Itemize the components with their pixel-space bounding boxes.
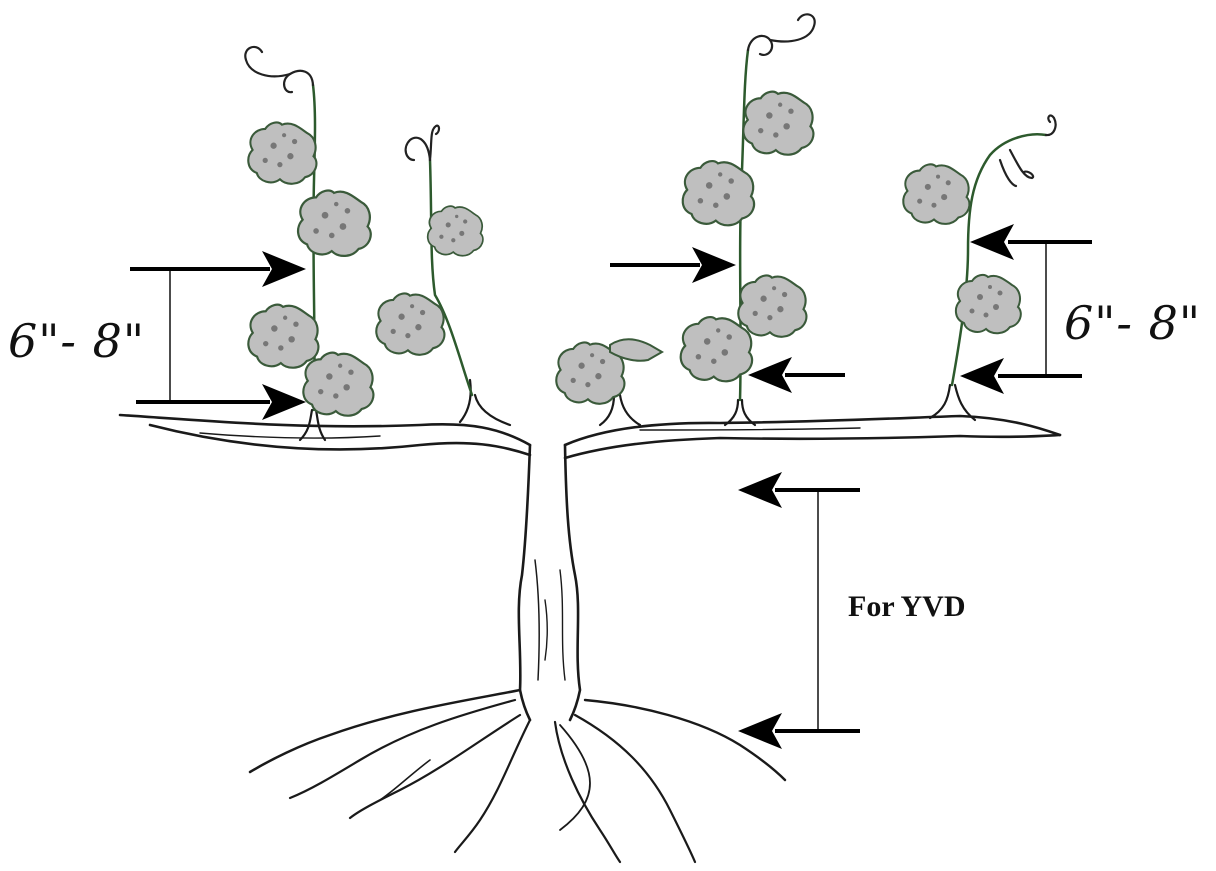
trunk-height-indicator (738, 472, 860, 749)
shoot-2 (376, 126, 483, 395)
right-spacing-label: 6"- 8" (1064, 300, 1201, 346)
shoot-5 (903, 115, 1055, 385)
shoot-1 (245, 47, 373, 416)
trunk-height-label: For YVD (848, 592, 965, 622)
trunk (519, 445, 580, 720)
right-lower-arrowhead (960, 358, 1004, 394)
shoot-4 (681, 14, 815, 400)
roots (250, 690, 785, 862)
left-spacing-label: 6"- 8" (8, 318, 145, 364)
shoot-3 (556, 339, 662, 404)
cordon (120, 415, 1060, 458)
spurs (300, 380, 975, 440)
right-upper-arrowhead (970, 224, 1014, 260)
